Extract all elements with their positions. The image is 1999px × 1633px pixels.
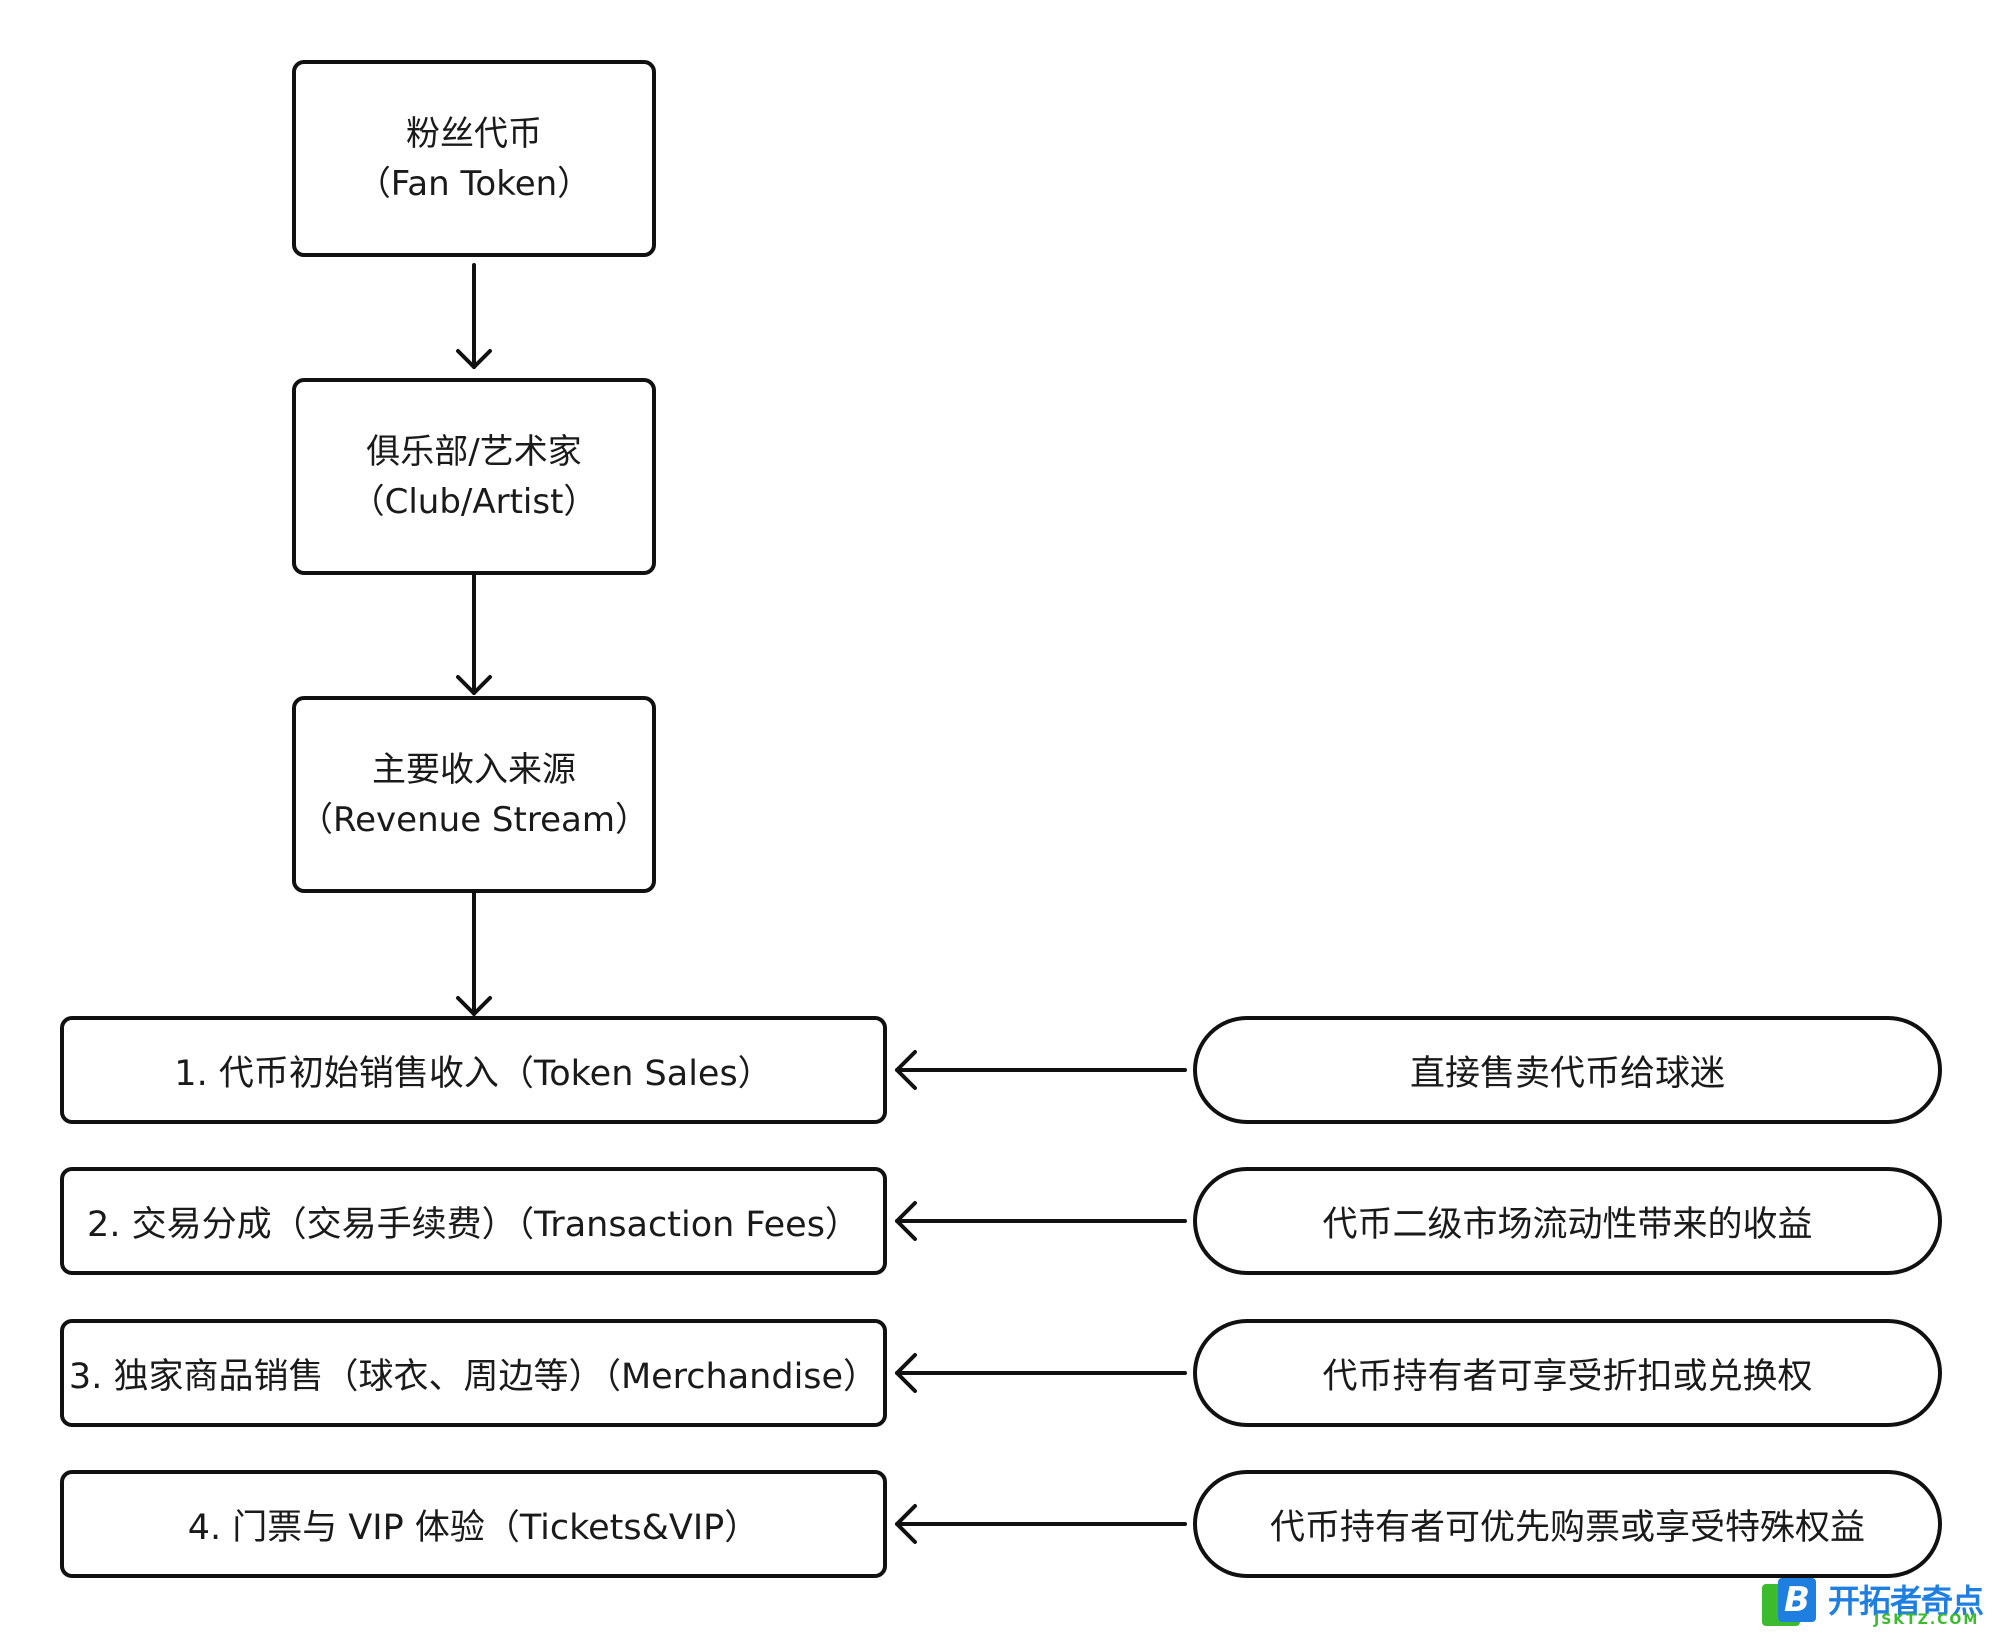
note-text: 代币持有者可优先购票或享受特殊权益 xyxy=(1269,1507,1865,1548)
note-merchandise: 代币持有者可享受折扣或兑换权 xyxy=(1193,1319,1942,1427)
revenue-item-merchandise: 3. 独家商品销售（球衣、周边等）（Merchandise） xyxy=(60,1319,887,1427)
revenue-item-tickets-vip: 4. 门票与 VIP 体验（Tickets&VIP） xyxy=(60,1470,887,1578)
arrow-note-to-item-3 xyxy=(895,1353,1187,1393)
arrow-note-to-item-1 xyxy=(895,1050,1187,1090)
club-artist-node: 俱乐部/艺术家 （Club/Artist） xyxy=(292,378,656,575)
arrow-fan-token-to-club xyxy=(456,263,492,369)
arrow-note-to-item-4 xyxy=(895,1504,1187,1544)
watermark-site-name: 开拓者奇点 xyxy=(1828,1582,1984,1620)
note-tickets-vip: 代币持有者可优先购票或享受特殊权益 xyxy=(1193,1470,1942,1578)
revenue-item-transaction-fees: 2. 交易分成（交易手续费）（Transaction Fees） xyxy=(60,1167,887,1275)
note-text: 代币持有者可享受折扣或兑换权 xyxy=(1322,1356,1813,1397)
note-token-sales: 直接售卖代币给球迷 xyxy=(1193,1016,1942,1124)
watermark-logo-icon: B xyxy=(1762,1578,1822,1630)
revenue-item-token-sales: 1. 代币初始销售收入（Token Sales） xyxy=(60,1016,887,1124)
fan-token-subtitle: （Fan Token） xyxy=(356,163,592,204)
revenue-item-label: 3. 独家商品销售（球衣、周边等）（Merchandise） xyxy=(68,1356,879,1397)
revenue-item-label: 2. 交易分成（交易手续费）（Transaction Fees） xyxy=(87,1204,860,1245)
arrow-revenue-to-items xyxy=(456,891,492,1016)
revenue-stream-node: 主要收入来源 （Revenue Stream） xyxy=(292,696,656,893)
arrow-club-to-revenue xyxy=(456,572,492,695)
fan-token-title: 粉丝代币 xyxy=(406,113,542,154)
revenue-stream-title: 主要收入来源 xyxy=(372,749,576,790)
club-artist-subtitle: （Club/Artist） xyxy=(350,481,598,522)
revenue-stream-subtitle: （Revenue Stream） xyxy=(299,799,649,840)
note-transaction-fees: 代币二级市场流动性带来的收益 xyxy=(1193,1167,1942,1275)
arrow-note-to-item-2 xyxy=(895,1201,1187,1241)
watermark-site-domain: JSKTZ.COM xyxy=(1874,1612,1980,1628)
note-text: 代币二级市场流动性带来的收益 xyxy=(1322,1204,1813,1245)
note-text: 直接售卖代币给球迷 xyxy=(1409,1053,1725,1094)
revenue-item-label: 1. 代币初始销售收入（Token Sales） xyxy=(174,1053,773,1094)
site-watermark: B 开拓者奇点 JSKTZ.COM xyxy=(1762,1578,1994,1630)
fan-token-node: 粉丝代币 （Fan Token） xyxy=(292,60,656,257)
revenue-item-label: 4. 门票与 VIP 体验（Tickets&VIP） xyxy=(187,1507,760,1548)
club-artist-title: 俱乐部/艺术家 xyxy=(366,431,582,472)
